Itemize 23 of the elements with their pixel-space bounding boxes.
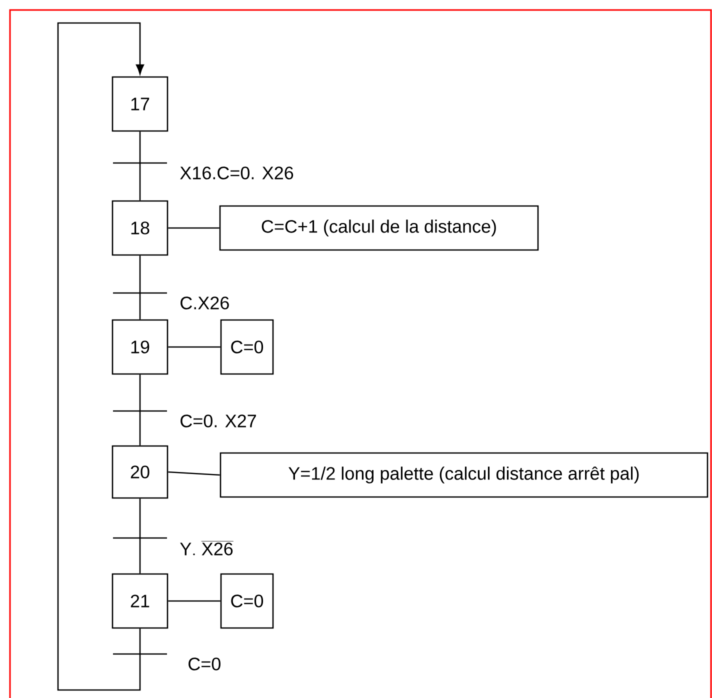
link-line: [168, 346, 220, 348]
step-box: 17: [112, 76, 168, 132]
action-box: C=C+1 (calcul de la distance): [219, 205, 539, 251]
transition-label: C=0. X27: [180, 414, 256, 428]
action-box: C=0: [220, 573, 274, 629]
transition-label: $\mathrm{Y.\ \overline{X26}}$: [180, 541, 234, 556]
link-line: [168, 600, 220, 602]
link-line: [139, 374, 141, 446]
link-line: [168, 227, 220, 229]
link-line: [139, 498, 141, 574]
transition-label: C=0: [188, 658, 220, 670]
transition-label: C.X26: [180, 296, 229, 310]
loop-arrow: [57, 22, 144, 691]
link-line: [168, 471, 220, 476]
link-line: [139, 256, 141, 320]
action-box: C=0: [220, 319, 274, 375]
step-box: 20: [112, 445, 168, 499]
action-box: Y=1/2 long palette (calcul distance arrêt pal): [220, 452, 708, 498]
step-box: 21: [112, 573, 168, 629]
link-line: [139, 132, 141, 200]
transition-label: X16.C=0. X26: [180, 166, 294, 180]
step-box: 19: [112, 319, 168, 375]
step-box: 18: [112, 200, 168, 256]
